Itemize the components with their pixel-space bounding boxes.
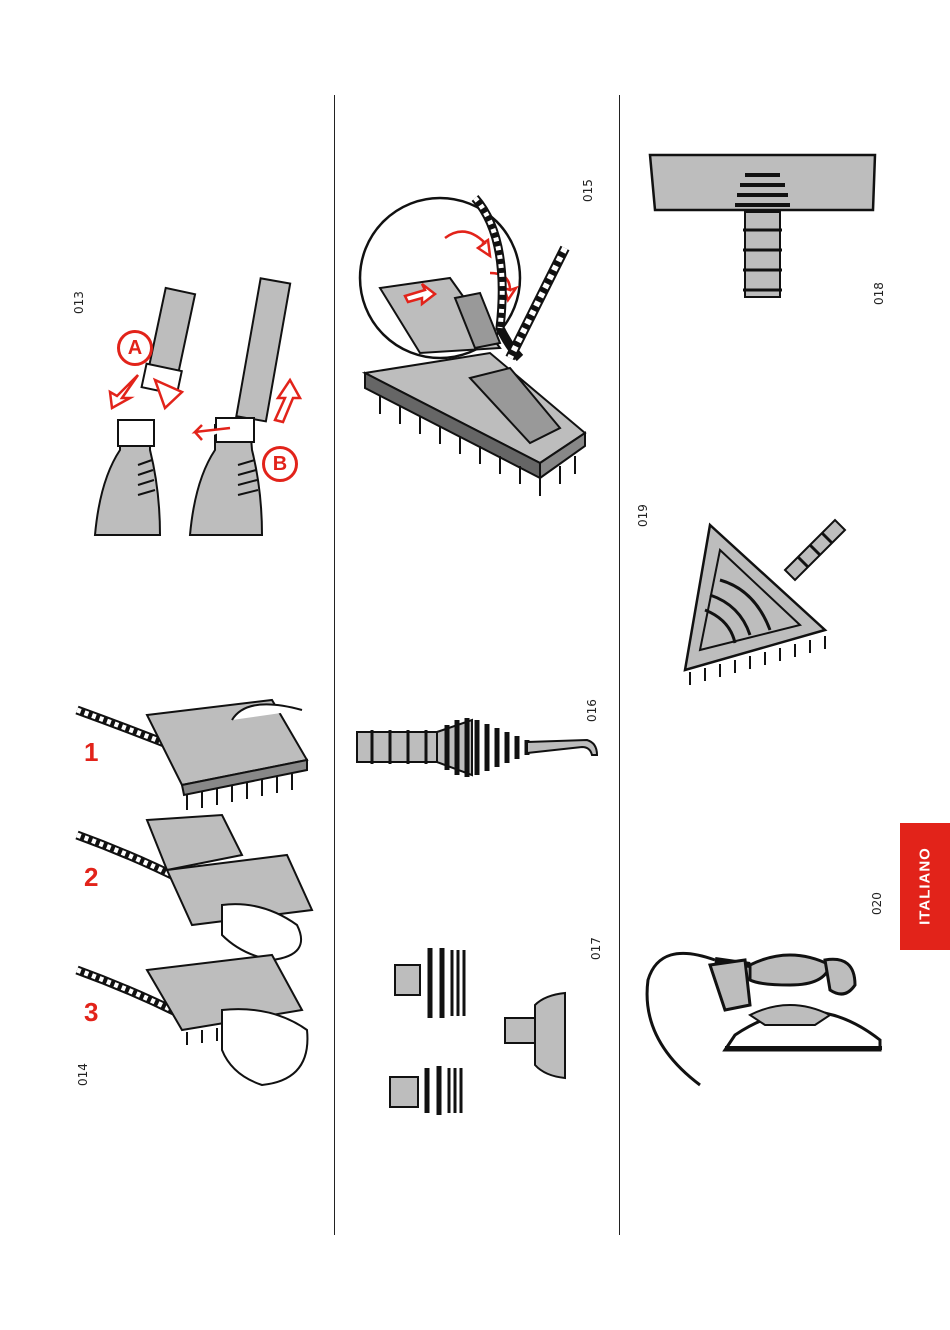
figure-label-020: 020 bbox=[870, 892, 884, 915]
window-tool-illustration bbox=[500, 990, 575, 1080]
column-divider-left bbox=[334, 95, 335, 1235]
steam-iron-illustration bbox=[640, 940, 890, 1090]
callout-a: A bbox=[117, 330, 153, 366]
hose-coupling-illustration bbox=[90, 280, 320, 540]
step-number-1: 1 bbox=[84, 737, 98, 768]
round-brush-small-illustration bbox=[385, 1063, 470, 1118]
column-divider-right bbox=[619, 95, 620, 1235]
round-brush-large-illustration bbox=[390, 940, 470, 1025]
squeegee-illustration bbox=[645, 150, 880, 300]
triangular-brush-illustration bbox=[680, 515, 850, 690]
brush-attach-step-3-illustration bbox=[72, 950, 317, 1090]
nozzle-illustration bbox=[352, 715, 602, 780]
callout-b: B bbox=[262, 446, 298, 482]
figure-label-013: 013 bbox=[72, 291, 86, 314]
brush-attach-step-1-illustration bbox=[72, 690, 312, 820]
floor-brush-zoom-illustration bbox=[360, 178, 590, 508]
step-number-2: 2 bbox=[84, 862, 98, 893]
brush-attach-step-2-illustration bbox=[72, 815, 317, 965]
figure-label-019: 019 bbox=[636, 504, 650, 527]
step-number-3: 3 bbox=[84, 997, 98, 1028]
language-tab-label: ITALIANO bbox=[917, 847, 934, 925]
language-tab: ITALIANO bbox=[900, 823, 950, 950]
figure-label-017: 017 bbox=[589, 937, 603, 960]
